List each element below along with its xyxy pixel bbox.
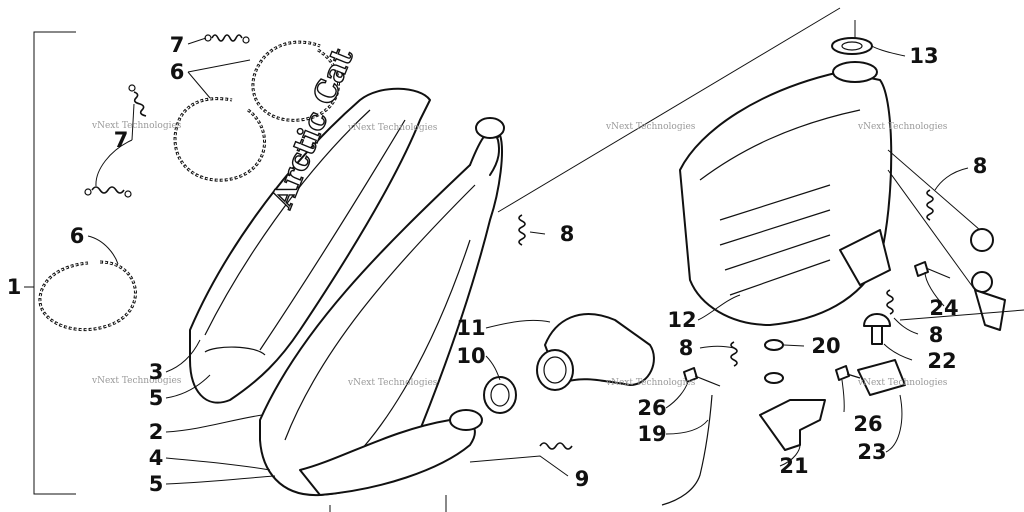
spring-7-top — [204, 34, 250, 44]
silencer-box — [679, 61, 893, 326]
watermark: vNext Technologies — [857, 378, 948, 388]
watermark: vNext Technologies — [347, 378, 438, 388]
spring-9 — [539, 442, 573, 450]
bracket-21 — [759, 399, 826, 451]
callout-11: 11 — [456, 316, 485, 340]
bolt-24 — [914, 261, 951, 279]
bracket-23 — [857, 359, 906, 396]
callout-13: 13 — [909, 44, 938, 68]
callout-26: 26 — [637, 396, 666, 420]
assembly-bracket — [24, 31, 76, 495]
callout-10: 10 — [456, 344, 485, 368]
washer-20 — [764, 339, 784, 384]
callout-7: 7 — [170, 33, 185, 57]
callout-9: 9 — [575, 467, 590, 491]
spring-8-chamber — [518, 214, 526, 246]
callout-19: 19 — [637, 422, 666, 446]
chain-clamp-6-middle — [173, 97, 267, 182]
callout-1: 1 — [7, 275, 22, 299]
watermark: vNext Technologies — [605, 378, 696, 388]
callout-5: 5 — [149, 386, 164, 410]
callout-12: 12 — [667, 308, 696, 332]
callout-5: 5 — [149, 472, 164, 496]
callout-8: 8 — [929, 323, 944, 347]
callout-6: 6 — [70, 224, 85, 248]
callout-7: 7 — [114, 128, 129, 152]
spring-8-lower — [730, 341, 738, 367]
grommet-right — [970, 228, 994, 293]
leader-lines — [87, 7, 1024, 512]
watermark: vNext Technologies — [605, 122, 696, 132]
callout-3: 3 — [149, 360, 164, 384]
spring-7-mid — [128, 84, 147, 117]
callout-2: 2 — [149, 420, 164, 444]
callout-21: 21 — [779, 454, 808, 478]
spring-8-mid-right — [886, 289, 894, 315]
callout-23: 23 — [857, 440, 886, 464]
callout-26: 26 — [853, 412, 882, 436]
bolt-26-left — [683, 367, 721, 387]
exhaust-manifold — [536, 313, 655, 391]
spring-8-upper-right — [926, 189, 934, 221]
chain-clamp-6-lower — [38, 260, 137, 332]
watermarks: vNext Technologies vNext Technologies vN… — [91, 121, 948, 388]
strap-19 — [661, 394, 713, 506]
watermark: vNext Technologies — [91, 376, 182, 386]
gasket-ring — [483, 376, 517, 414]
callout-20: 20 — [811, 334, 840, 358]
callout-24: 24 — [929, 296, 958, 320]
callout-22: 22 — [927, 349, 956, 373]
watermark: vNext Technologies — [857, 122, 948, 132]
grommet-13 — [831, 37, 873, 55]
watermark: vNext Technologies — [91, 121, 182, 131]
callout-8: 8 — [973, 154, 988, 178]
callout-4: 4 — [149, 446, 164, 470]
callout-labels: 1 7 6 7 6 3 5 2 4 5 8 11 10 9 13 12 8 20… — [7, 33, 988, 496]
grommet-22 — [863, 313, 891, 345]
watermark: vNext Technologies — [347, 123, 438, 133]
expansion-chamber — [259, 117, 505, 497]
spring-7-low — [84, 186, 132, 198]
bolt-26-right — [835, 365, 861, 381]
chain-clamp-6-upper — [251, 40, 341, 122]
callout-6: 6 — [170, 60, 185, 84]
callout-8: 8 — [560, 222, 575, 246]
callout-8: 8 — [679, 336, 694, 360]
bracket-right — [974, 289, 1006, 331]
